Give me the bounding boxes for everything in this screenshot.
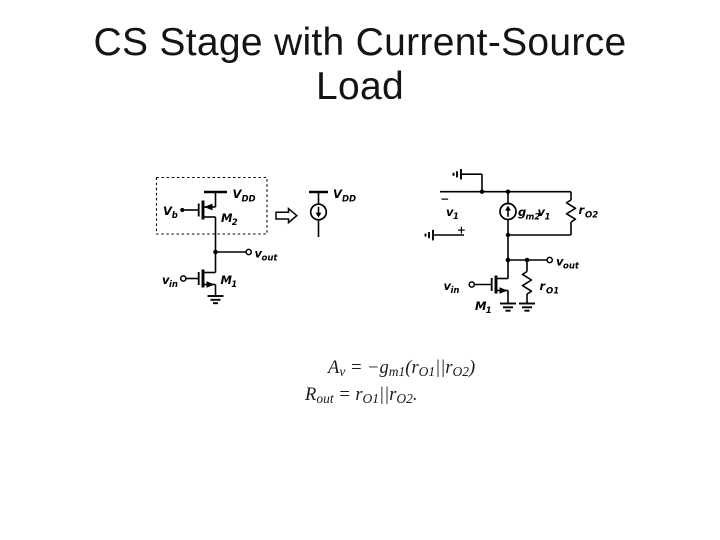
vdd-rail-icon: [309, 190, 328, 205]
m1-label-sub: 1: [486, 306, 492, 316]
ac-ground-top-icon: [452, 169, 483, 192]
eq-rout-ro2-sub: O2: [396, 391, 413, 406]
eq-rout-ro1-sub: O1: [362, 391, 380, 406]
vb-label-main: V: [163, 204, 173, 218]
vin-label-sub: in: [169, 280, 178, 290]
m1-transistor-icon: [474, 275, 509, 304]
eq-av-open: (: [405, 358, 412, 378]
vin-label-sub: in: [451, 286, 460, 296]
m1-label-main: M: [475, 299, 487, 313]
eq-rout-ro1: r: [355, 385, 363, 405]
eq-rout-lhs-sub: out: [316, 391, 334, 406]
vin-label-main: v: [162, 273, 170, 287]
vin-terminal-icon: [179, 275, 187, 282]
vb-label-sub: b: [172, 211, 178, 221]
v1-minus-sign: −: [441, 194, 450, 206]
rout-equation: Rout = rO1||rO2.: [305, 385, 418, 406]
ro1-label-sub: O1: [546, 287, 559, 297]
ground-icon: [500, 302, 516, 312]
gm2-v1-label-sub: 1: [545, 213, 551, 223]
eq-av-ro2: r: [445, 358, 453, 378]
ro2-label-main: r: [579, 203, 586, 217]
gm2-label-main: g: [518, 205, 526, 219]
ideal-current-source-icon: [309, 203, 328, 237]
eq-av-lhs-sub: v: [339, 364, 346, 379]
v1-label-main: v: [446, 205, 454, 219]
gm2-v1-label-main: v: [538, 205, 546, 219]
vout-label-sub: out: [262, 254, 279, 264]
eq-av-minus: −: [367, 358, 380, 378]
m1-label-main: M: [221, 273, 233, 287]
ground-icon: [207, 284, 224, 305]
eq-av-close: ): [469, 358, 476, 378]
current-source-load-dashed-box: [155, 176, 268, 235]
ro2-label-sub: O2: [585, 211, 598, 221]
eq-av-lhs: A: [328, 358, 340, 378]
eq-av-ro1: r: [411, 358, 419, 378]
ro1-label-main: r: [540, 279, 547, 293]
vdd-label-main: V: [333, 187, 343, 201]
vb-node-dot: [180, 207, 185, 213]
vout-label-sub: out: [563, 262, 580, 272]
resistor-ro1-icon: [521, 260, 533, 304]
eq-rout-equals: =: [333, 385, 356, 405]
slide-title-line2: Load: [316, 65, 404, 108]
m1-transistor-icon: [186, 269, 216, 288]
ground-icon: [519, 302, 535, 312]
cs-stage-schematic: V DD V b M 2 v out: [155, 176, 279, 305]
eq-av-equals: =: [345, 358, 368, 378]
rail-node-dot: [479, 189, 485, 194]
equivalence-arrow-icon: [275, 206, 298, 225]
slide-title-line1: CS Stage with Current-Source: [93, 21, 627, 64]
vin-terminal-icon: [468, 281, 476, 288]
vdd-label-sub: DD: [342, 195, 356, 205]
vout-label-main: v: [255, 247, 263, 261]
eq-av-ro2-sub: O2: [452, 364, 470, 379]
m2-transistor-icon: [180, 200, 216, 220]
ac-ground-left-icon: [424, 229, 464, 241]
m2-label-main: M: [221, 211, 233, 225]
vout-terminal-icon: [546, 256, 554, 264]
vout-label-main: v: [556, 255, 564, 269]
vin-label-main: v: [444, 279, 452, 293]
slide-title: CS Stage with Current-Source Load: [0, 21, 720, 109]
eq-rout-ro2: r: [389, 385, 397, 405]
dependent-current-source-icon: [499, 191, 517, 235]
gm2-label-sub: m2: [526, 213, 541, 223]
gain-equation: Av = −gm1(rO1||rO2): [328, 358, 475, 379]
eq-rout-lhs: R: [305, 385, 317, 405]
small-signal-model: − v 1 + g m2 v 1: [424, 169, 598, 316]
eq-av-gm: g: [379, 358, 389, 378]
eq-rout-period: .: [412, 385, 418, 405]
vout-terminal-icon: [245, 248, 253, 256]
resistor-ro2-icon: [508, 191, 577, 236]
eq-av-parallel: ||: [435, 358, 446, 378]
v1-plus-sign: +: [457, 225, 466, 237]
vdd-rail-icon: [204, 190, 227, 207]
v1-label-sub: 1: [453, 212, 459, 222]
m2-label-sub: 2: [232, 218, 238, 228]
eq-av-gm-sub: m1: [388, 364, 406, 379]
current-source-equivalent: V DD: [275, 187, 356, 237]
vdd-label-sub: DD: [242, 195, 256, 205]
vdd-label-main: V: [233, 187, 243, 201]
eq-av-ro1-sub: O1: [418, 364, 436, 379]
m1-label-sub: 1: [231, 280, 237, 290]
eq-rout-parallel: ||: [379, 385, 390, 405]
